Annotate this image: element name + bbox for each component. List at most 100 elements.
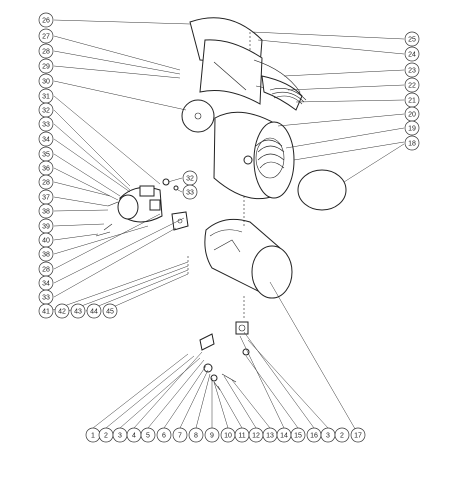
callout-32-mid: 32 — [182, 170, 198, 186]
svg-text:35: 35 — [42, 152, 50, 159]
svg-text:24: 24 — [408, 52, 416, 59]
svg-text:1: 1 — [91, 433, 95, 440]
svg-text:7: 7 — [178, 433, 182, 440]
callout-28-top: 28 — [38, 43, 54, 59]
svg-text:27: 27 — [42, 34, 50, 41]
callout-16: 16 — [306, 427, 322, 443]
callout-34-bottom: 34 — [38, 275, 54, 291]
mounting-bracket — [171, 211, 189, 231]
callout-3-right: 3 — [320, 427, 336, 443]
svg-text:17: 17 — [354, 433, 362, 440]
svg-text:9: 9 — [210, 433, 214, 440]
svg-text:30: 30 — [42, 79, 50, 86]
top-shroud — [189, 17, 303, 111]
svg-text:38: 38 — [42, 252, 50, 259]
svg-text:28: 28 — [42, 180, 50, 187]
callout-24: 24 — [404, 46, 420, 62]
callout-9: 9 — [204, 427, 220, 443]
callout-22: 22 — [404, 77, 420, 93]
callout-38-bottom: 38 — [38, 246, 54, 262]
callout-27: 27 — [38, 28, 54, 44]
svg-text:33: 33 — [42, 295, 50, 302]
end-disc-18 — [297, 169, 347, 211]
callout-28-mid: 28 — [38, 174, 54, 190]
svg-text:39: 39 — [42, 224, 50, 231]
svg-text:12: 12 — [252, 433, 260, 440]
callout-14: 14 — [276, 427, 292, 443]
svg-text:25: 25 — [408, 37, 416, 44]
svg-text:45: 45 — [106, 309, 114, 316]
callout-8: 8 — [188, 427, 204, 443]
callout-2-left: 2 — [98, 427, 114, 443]
svg-text:28: 28 — [42, 267, 50, 274]
svg-text:10: 10 — [224, 433, 232, 440]
svg-text:38: 38 — [42, 209, 50, 216]
svg-text:41: 41 — [42, 309, 50, 316]
svg-text:18: 18 — [408, 141, 416, 148]
callout-4: 4 — [126, 427, 142, 443]
svg-text:36: 36 — [42, 166, 50, 173]
callout-39: 39 — [38, 218, 54, 234]
callout-7: 7 — [172, 427, 188, 443]
callout-33-bottom: 33 — [38, 289, 54, 305]
callout-43: 43 — [70, 303, 86, 319]
svg-text:33: 33 — [42, 122, 50, 129]
callout-29: 29 — [38, 58, 54, 74]
svg-text:34: 34 — [42, 281, 50, 288]
callout-23: 23 — [404, 62, 420, 78]
callout-42: 42 — [54, 303, 70, 319]
callout-15: 15 — [290, 427, 306, 443]
callout-12: 12 — [248, 427, 264, 443]
svg-text:40: 40 — [42, 238, 50, 245]
callout-37: 37 — [38, 189, 54, 205]
callout-5: 5 — [140, 427, 156, 443]
svg-text:14: 14 — [280, 433, 288, 440]
callout-30: 30 — [38, 73, 54, 89]
burner-assembly — [95, 178, 179, 237]
svg-text:42: 42 — [58, 309, 66, 316]
svg-text:21: 21 — [408, 98, 416, 105]
callout-17: 17 — [350, 427, 366, 443]
svg-text:3: 3 — [118, 433, 122, 440]
svg-text:23: 23 — [408, 68, 416, 75]
svg-text:28: 28 — [42, 49, 50, 56]
callout-20: 20 — [404, 106, 420, 122]
callout-36: 36 — [38, 160, 54, 176]
callout-33-mid: 33 — [182, 184, 198, 200]
callout-31: 31 — [38, 88, 54, 104]
svg-text:43: 43 — [74, 309, 82, 316]
callout-19: 19 — [404, 120, 420, 136]
svg-text:15: 15 — [294, 433, 302, 440]
svg-text:19: 19 — [408, 126, 416, 133]
motor-housing — [213, 111, 295, 200]
svg-text:4: 4 — [132, 433, 136, 440]
callout-38-top: 38 — [38, 203, 54, 219]
svg-text:37: 37 — [42, 195, 50, 202]
svg-text:2: 2 — [104, 433, 108, 440]
svg-text:3: 3 — [326, 433, 330, 440]
svg-text:32: 32 — [42, 108, 50, 115]
svg-text:11: 11 — [238, 433, 245, 440]
round-cover-plate-30 — [181, 99, 215, 133]
svg-text:44: 44 — [90, 309, 98, 316]
svg-text:16: 16 — [310, 433, 318, 440]
callout-44: 44 — [86, 303, 102, 319]
callout-28-bottom: 28 — [38, 261, 54, 277]
callout-26: 26 — [38, 12, 54, 28]
svg-text:5: 5 — [146, 433, 150, 440]
svg-text:8: 8 — [194, 433, 198, 440]
callout-34-top: 34 — [38, 131, 54, 147]
callout-2-right: 2 — [334, 427, 350, 443]
svg-text:31: 31 — [42, 94, 50, 101]
lower-shell — [204, 218, 293, 299]
callout-41: 41 — [38, 303, 54, 319]
callout-13: 13 — [262, 427, 278, 443]
callout-25: 25 — [404, 31, 420, 47]
callout-32-left: 32 — [38, 102, 54, 118]
svg-text:22: 22 — [408, 83, 416, 90]
svg-text:2: 2 — [340, 433, 344, 440]
callout-3-left: 3 — [112, 427, 128, 443]
fan-guard-grille — [269, 88, 307, 105]
callout-33-left: 33 — [38, 116, 54, 132]
